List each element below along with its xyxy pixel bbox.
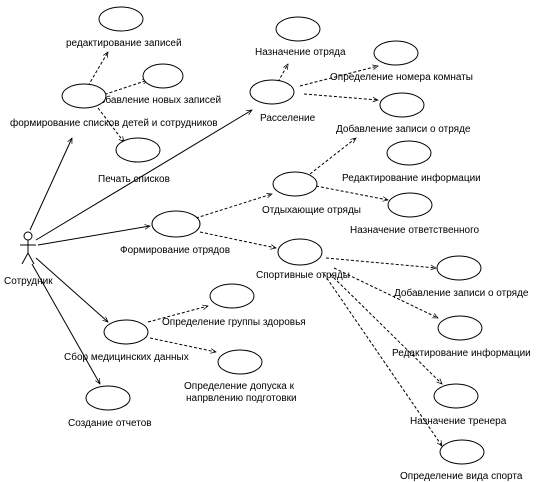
dep-room-number	[299, 66, 378, 87]
use-case-label: Сбор медицинских данных	[64, 351, 189, 363]
use-case-label: Отдыхающие отряды	[262, 205, 361, 216]
dep-assign-coach	[329, 273, 442, 384]
dep-add-squad-record	[303, 93, 378, 100]
use-case-add-records[interactable]: добавление новых записей	[94, 63, 221, 106]
actor-label: Сотрудник	[4, 276, 53, 287]
use-case-edit-info-1[interactable]: Редактирование информации	[342, 140, 481, 184]
use-case-reports[interactable]: Создание отчетов	[68, 385, 152, 429]
use-case-add-squad-record-2[interactable]: Добавление записи о отряде	[394, 255, 529, 299]
use-case-assign-squad[interactable]: Назначение отряда	[255, 16, 346, 58]
use-case-sport-type[interactable]: Определение вида спорта	[400, 439, 523, 482]
use-case-label: Определение номера комнаты	[330, 72, 473, 83]
assoc-medical	[35, 257, 108, 322]
use-case-form-lists[interactable]: формирование списков детей и сотрудников	[10, 83, 218, 129]
use-case-label: Добавление записи о отряде	[394, 287, 529, 299]
dep-print-lists	[97, 107, 124, 142]
dep-resting-squads	[195, 194, 272, 219]
use-case-room-number[interactable]: Определение номера комнаты	[330, 40, 473, 83]
use-case-assign-coach[interactable]: Назначение тренера	[410, 383, 507, 427]
dep-sport-squads	[199, 231, 276, 248]
use-case-form-squads[interactable]: Формирование отрядов	[120, 210, 230, 256]
use-case-health-group[interactable]: Определение группы здоровья	[162, 283, 306, 328]
use-case-label: Печать списков	[98, 174, 170, 185]
use-case-label: Назначение отряда	[255, 47, 346, 58]
dep-add-squad-record-2	[325, 257, 436, 268]
use-case-edit-info-2[interactable]: Редактирование информации	[392, 315, 531, 359]
use-case-accommodation[interactable]: Расселение	[249, 79, 316, 124]
use-case-admission[interactable]: Определение допуска к напрвлению подгото…	[184, 349, 297, 404]
assoc-form-squads	[37, 226, 150, 246]
use-case-label: редактирование записей	[66, 38, 182, 49]
assoc-accommodation	[35, 110, 252, 241]
use-case-resting-squads[interactable]: Отдыхающие отряды	[262, 171, 361, 216]
dep-add-records	[99, 80, 148, 97]
dep-assign-squad	[277, 64, 289, 83]
assoc-reports	[31, 263, 100, 384]
actor-leg-right	[27, 252, 35, 265]
use-case-label: Формирование отрядов	[120, 245, 230, 256]
use-case-label: добавление новых записей	[94, 94, 221, 106]
dep-edit-records	[87, 52, 108, 87]
dep-edit-info-2	[333, 267, 438, 319]
use-case-sport-squads[interactable]: Спортивные отряды	[256, 238, 350, 281]
use-case-assign-responsible[interactable]: Назначение ответственного	[350, 192, 480, 236]
use-case-label: Назначение ответственного	[350, 225, 480, 236]
use-case-label-line2: напрвлению подготовки	[186, 393, 297, 404]
dep-health-group	[147, 306, 208, 323]
use-case-label: Спортивные отряды	[256, 270, 350, 281]
use-case-label: Редактирование информации	[342, 172, 481, 184]
use-case-label: формирование списков детей и сотрудников	[10, 117, 218, 129]
use-case-label: Редактирование информации	[392, 347, 531, 359]
use-case-label: Создание отчетов	[68, 418, 152, 429]
use-case-label: Определение группы здоровья	[162, 317, 306, 328]
assoc-form-lists	[29, 138, 73, 231]
use-case-label: Добавление записи о отряде	[336, 123, 471, 135]
actor-employee[interactable]: Сотрудник	[4, 231, 53, 287]
use-case-label: Назначение тренера	[410, 416, 507, 427]
use-case-add-squad-record[interactable]: Добавление записи о отряде	[336, 92, 471, 135]
actor-leg-left	[21, 252, 29, 265]
use-case-label-line1: Определение допуска к	[184, 381, 295, 392]
use-case-medical-data[interactable]: Сбор медицинских данных	[64, 319, 189, 363]
use-case-label: Определение вида спорта	[400, 471, 523, 482]
use-case-label: Расселение	[260, 113, 316, 124]
dep-edit-info-1	[309, 138, 356, 175]
actor-head	[23, 231, 33, 241]
use-case-edit-records[interactable]: редактирование записей	[66, 6, 182, 49]
dep-admission	[149, 337, 216, 352]
use-case-print-lists[interactable]: Печать списков	[98, 137, 170, 185]
dep-assign-responsible	[315, 185, 388, 200]
